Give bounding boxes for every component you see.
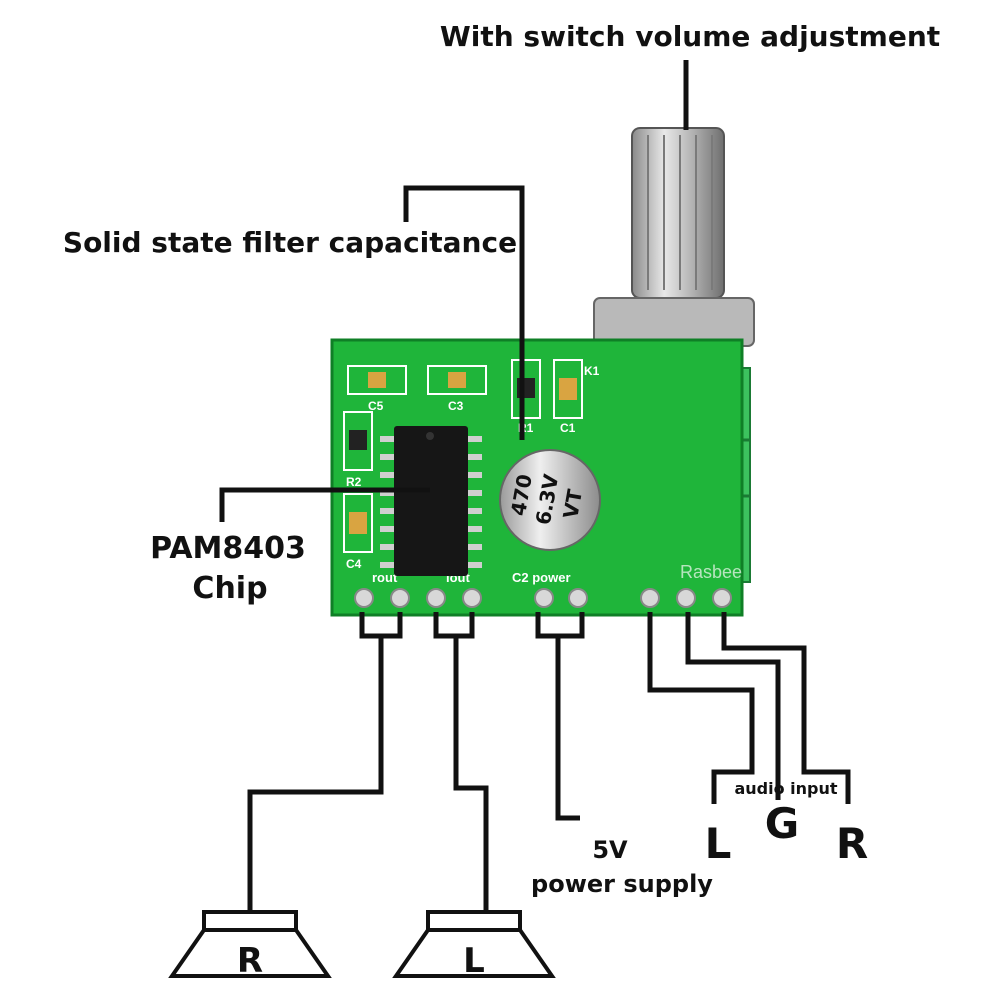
pad-c5 — [347, 365, 407, 395]
pad-r1 — [511, 359, 541, 419]
silk-c5: C5 — [368, 399, 384, 413]
silk-c4: C4 — [346, 557, 362, 571]
audio-input-label: audio input — [734, 779, 837, 798]
silk-k1: K1 — [584, 364, 600, 378]
capacitor-leader-line — [403, 185, 525, 440]
pad-c4 — [343, 493, 373, 553]
cap-series: VT — [558, 487, 587, 520]
pad-c3 — [427, 365, 487, 395]
audio-input-L-label: L — [705, 819, 732, 868]
pot-shaft — [631, 127, 725, 299]
power-label-line2: power supply — [531, 870, 713, 898]
audio-input-R-wire — [721, 612, 851, 804]
pcb-board: C5 C3 R1 C1 K1 R2 C4 rout lout C2 power — [330, 338, 744, 617]
capacitor-label: Solid state filter capacitance — [63, 226, 517, 259]
filter-capacitor: 470 6.3V VT — [499, 446, 601, 556]
pam8403-chip — [380, 426, 482, 576]
speaker-left-label: L — [463, 941, 485, 981]
silk-rout: rout — [372, 570, 398, 585]
speaker-right-label: R — [237, 941, 263, 981]
header-pins — [354, 588, 732, 608]
audio-input-R-label: R — [836, 819, 868, 868]
chip-label-line1: PAM8403 — [150, 531, 306, 566]
chip-leader-line — [219, 487, 430, 522]
watermark: Rasbee — [680, 562, 742, 582]
chip-label-line2: Chip — [192, 571, 267, 606]
pad-c1 — [553, 359, 583, 419]
speaker-left: L — [392, 910, 556, 981]
power-label-line1: 5V — [592, 836, 628, 864]
silk-c1: C1 — [560, 421, 576, 435]
rout-wire — [247, 612, 403, 912]
silk-r2: R2 — [346, 475, 362, 489]
pot-shaft-knurling — [647, 135, 713, 290]
power-wire — [535, 612, 585, 821]
audio-input-G-label: G — [765, 799, 799, 848]
lout-wire — [433, 612, 489, 912]
silk-power: C2 power — [512, 570, 571, 585]
speaker-right: R — [168, 910, 332, 981]
silk-c3: C3 — [448, 399, 464, 413]
pad-r2 — [343, 411, 373, 471]
audio-input-G-wire — [685, 612, 781, 800]
volume-label: With switch volume adjustment — [440, 20, 940, 53]
audio-input-L-wire — [647, 612, 755, 804]
